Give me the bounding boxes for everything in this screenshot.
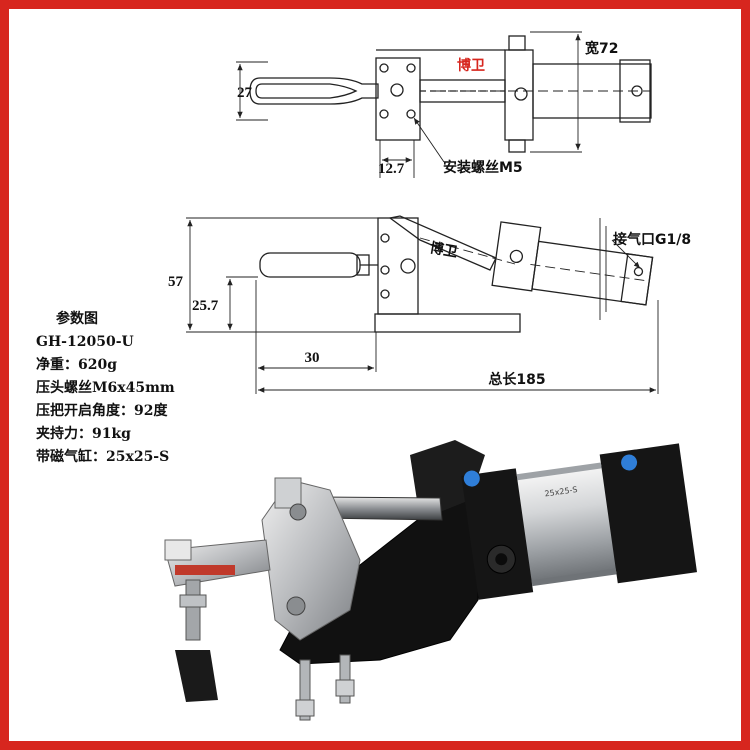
top-view <box>236 31 652 178</box>
spec-title: 参数图 <box>56 311 98 327</box>
spec-cylinder: 带磁气缸：25x25-S <box>36 449 170 465</box>
spec-clamping-force: 夹持力：91kg <box>36 426 131 442</box>
spec-list: 参数图 GH-12050-U 净重：620g 压头螺丝M6x45mm 压把开启角… <box>36 308 276 469</box>
cylinder-head-cap <box>461 468 534 600</box>
spec-open-angle: 压把开启角度：92度 <box>36 403 168 419</box>
side-link-arm <box>388 215 497 271</box>
top-handle <box>249 77 379 105</box>
side-base <box>374 313 521 333</box>
spec-press-screw: 压头螺丝M6x45mm <box>36 380 175 396</box>
top-width-label: 宽72 <box>585 40 618 57</box>
cylinder-end-cap <box>599 443 698 584</box>
top-height-label: 27 <box>237 85 253 101</box>
rubber-tip <box>175 650 218 702</box>
side-height-label: 57 <box>168 274 184 290</box>
top-cylinder-head <box>504 49 534 141</box>
product-photo: 25x25-S <box>164 440 698 721</box>
top-screw-label: 安装螺丝M5 <box>443 159 523 176</box>
side-total-length-label: 总长185 <box>488 371 545 388</box>
spec-weight: 净重：620g <box>36 357 118 373</box>
top-offset-label: 12.7 <box>378 161 405 177</box>
side-reach-label: 30 <box>305 350 320 366</box>
side-handle <box>259 252 361 278</box>
side-base-height-label: 25.7 <box>192 298 219 314</box>
top-brand-label: 博卫 <box>457 57 485 74</box>
side-air-port-label: 接气口G1/8 <box>613 231 691 248</box>
side-view <box>186 215 659 394</box>
spindle-screw <box>185 579 201 641</box>
spec-model: GH-12050-U <box>36 334 134 350</box>
side-brand-label: 博卫 <box>428 239 459 261</box>
top-base-plate <box>375 57 421 141</box>
